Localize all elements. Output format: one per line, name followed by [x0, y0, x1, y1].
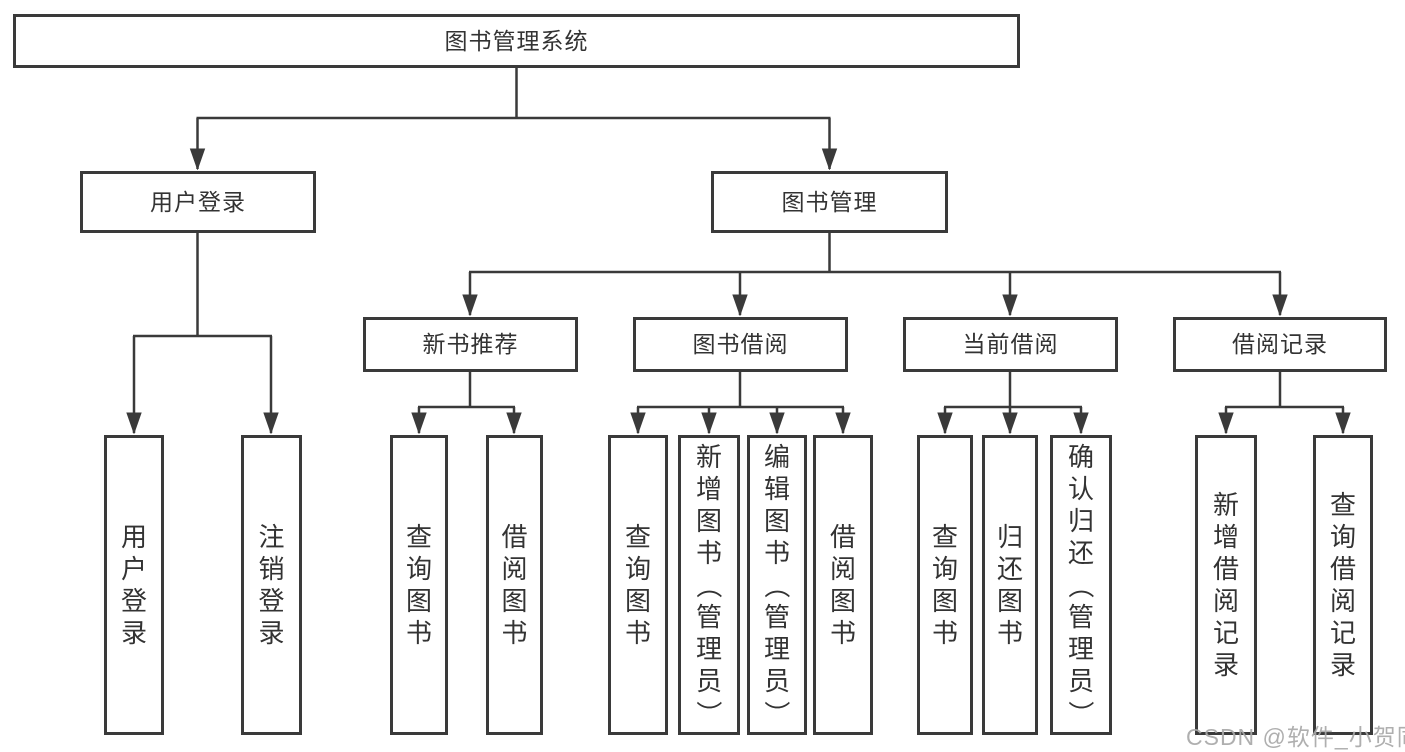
- node-leaf-add-book-admin: 新增图书（管理员）: [678, 435, 740, 735]
- node-leaf-edit-book-admin: 编辑图书（管理员）: [747, 435, 807, 735]
- node-leaf-borrow-books-rec: 借阅图书: [486, 435, 543, 735]
- node-book-borrow: 图书借阅: [633, 317, 848, 372]
- node-leaf-query-books-current: 查询图书: [917, 435, 973, 735]
- node-leaf-confirm-return-admin: 确认归还（管理员）: [1050, 435, 1112, 735]
- node-borrow-record: 借阅记录: [1173, 317, 1387, 372]
- node-leaf-user-login: 用户登录: [104, 435, 164, 735]
- node-user-login-branch: 用户登录: [80, 171, 316, 233]
- node-leaf-query-borrow-record: 查询借阅记录: [1313, 435, 1373, 735]
- node-leaf-logout: 注销登录: [241, 435, 302, 735]
- node-leaf-add-borrow-record: 新增借阅记录: [1195, 435, 1257, 735]
- node-new-book-recommend: 新书推荐: [363, 317, 578, 372]
- node-current-borrow: 当前借阅: [903, 317, 1118, 372]
- node-book-mgmt-branch: 图书管理: [711, 171, 948, 233]
- node-leaf-borrow-books: 借阅图书: [813, 435, 873, 735]
- node-root-system: 图书管理系统: [13, 14, 1020, 68]
- node-leaf-query-books-borrow: 查询图书: [608, 435, 668, 735]
- node-leaf-return-book: 归还图书: [982, 435, 1038, 735]
- node-leaf-query-books-rec: 查询图书: [390, 435, 448, 735]
